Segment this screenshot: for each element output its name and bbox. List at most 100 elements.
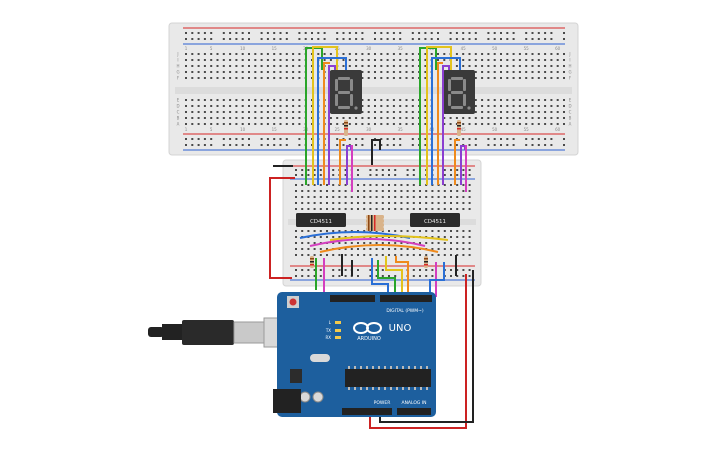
breadboard-hole — [369, 269, 372, 271]
breadboard-hole — [493, 59, 496, 61]
segment — [338, 91, 350, 94]
breadboard-hole — [437, 59, 439, 61]
breadboard-hole — [455, 123, 458, 125]
breadboard-hole — [361, 53, 364, 55]
capacitor-1 — [299, 391, 311, 403]
breadboard-hole — [295, 275, 297, 277]
breadboard-hole — [285, 65, 288, 67]
breadboard-hole — [222, 117, 225, 119]
breadboard-hole — [254, 105, 257, 107]
breadboard-hole — [332, 174, 335, 176]
chip-pin — [420, 387, 422, 390]
breadboard-hole — [254, 53, 257, 55]
breadboard-hole — [380, 32, 383, 34]
breadboard-hole — [357, 174, 359, 176]
breadboard-hole — [363, 184, 366, 186]
breadboard-hole — [456, 190, 459, 192]
breadboard-hole — [344, 230, 347, 232]
reset-button-cap[interactable] — [289, 298, 297, 306]
breadboard-hole — [273, 111, 276, 113]
breadboard-hole — [431, 242, 434, 244]
breadboard-hole — [216, 53, 219, 55]
resistor-band — [368, 215, 370, 219]
breadboard-hole — [474, 32, 477, 34]
breadboard-hole — [425, 269, 428, 271]
breadboard-hole — [512, 38, 515, 40]
breadboard-hole — [493, 144, 496, 146]
breadboard-hole — [419, 269, 421, 271]
breadboard-hole — [424, 117, 427, 119]
breadboard-hole — [500, 71, 502, 73]
column-number: 10 — [240, 46, 246, 51]
chip-pin — [390, 366, 392, 369]
breadboard-hole — [375, 254, 378, 256]
breadboard-hole — [298, 144, 301, 146]
breadboard-hole — [319, 275, 322, 277]
breadboard-hole — [375, 275, 378, 277]
breadboard-hole — [512, 77, 515, 79]
resistor-band — [457, 125, 461, 127]
breadboard-hole — [260, 71, 263, 73]
breadboard-hole — [381, 269, 384, 271]
breadboard-hole — [241, 105, 244, 107]
breadboard-hole — [332, 275, 335, 277]
breadboard-hole — [556, 71, 559, 73]
breadboard-hole — [468, 65, 471, 67]
breadboard-hole — [544, 65, 547, 67]
breadboard-hole — [411, 144, 414, 146]
breadboard-hole — [222, 53, 225, 55]
breadboard-hole — [367, 111, 370, 113]
breadboard-hole — [550, 59, 553, 61]
breadboard-hole — [304, 38, 307, 40]
breadboard-hole — [329, 123, 332, 125]
breadboard-hole — [350, 254, 353, 256]
breadboard-hole — [363, 196, 366, 198]
breadboard-hole — [285, 138, 288, 140]
breadboard-hole — [295, 230, 297, 232]
breadboard-hole — [332, 196, 335, 198]
arduino-power-label: POWER — [374, 400, 391, 406]
breadboard-hole — [481, 53, 484, 55]
breadboard-hole — [525, 71, 528, 73]
breadboard-hole — [474, 105, 477, 107]
breadboard-hole — [248, 105, 250, 107]
breadboard-hole — [425, 196, 428, 198]
led-l — [335, 321, 341, 324]
breadboard-hole — [462, 65, 465, 67]
breadboard-hole — [556, 77, 559, 79]
breadboard-hole — [394, 169, 397, 171]
breadboard-hole — [323, 53, 326, 55]
breadboard-hole — [266, 71, 269, 73]
wire-orange-right — [437, 62, 443, 185]
breadboard-hole — [493, 53, 496, 55]
breadboard-hole — [468, 144, 471, 146]
breadboard-hole — [313, 254, 316, 256]
breadboard-hole — [386, 105, 389, 107]
breadboard-hole — [254, 123, 257, 125]
breadboard-hole — [500, 105, 502, 107]
arduino-brand: ARDUINO — [357, 336, 381, 342]
breadboard-hole — [363, 248, 366, 250]
breadboard-hole — [348, 123, 351, 125]
breadboard-hole — [301, 275, 304, 277]
breadboard-hole — [357, 208, 359, 210]
breadboard-hole — [298, 99, 301, 101]
breadboard-hole — [443, 117, 446, 119]
breadboard-hole — [481, 111, 484, 113]
breadboard-hole — [210, 99, 213, 101]
breadboard-hole — [301, 208, 304, 210]
breadboard-hole — [375, 184, 378, 186]
breadboard-hole — [357, 184, 359, 186]
breadboard-hole — [525, 59, 528, 61]
breadboard-hole — [437, 254, 440, 256]
breadboard-hole — [388, 190, 390, 192]
breadboard-hole — [531, 105, 534, 107]
breadboard-hole — [295, 190, 297, 192]
breadboard-hole — [248, 65, 250, 67]
breadboard-hole — [424, 138, 427, 140]
breadboard-hole — [456, 248, 459, 250]
breadboard-hole — [307, 254, 310, 256]
column-number: 60 — [555, 127, 561, 132]
breadboard-hole — [374, 117, 376, 119]
breadboard-hole — [350, 230, 353, 232]
